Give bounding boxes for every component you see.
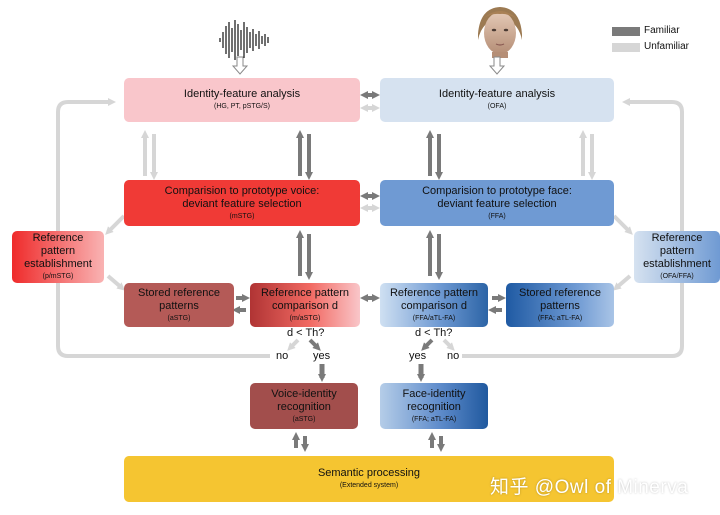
- face-ref-establishment-sub: (OFA/FFA): [660, 273, 694, 280]
- face-photo-icon: [478, 7, 522, 58]
- legend-unfamiliar-label: Unfamiliar: [644, 41, 690, 52]
- face-comparison-line1: Reference pattern: [389, 286, 479, 299]
- voice-light-vertical-arrows: [141, 130, 158, 180]
- watermark: 知乎 @Owl of Minerva: [490, 477, 689, 498]
- voice-feedback-loop: [56, 98, 270, 358]
- crossmodal-arrows-middle: [360, 192, 380, 212]
- voice-stored-sub: (aSTG): [167, 314, 191, 322]
- voice-vertical-arrows: [296, 130, 313, 280]
- voice-comparison-box: Reference pattern comparison d (m/aSTG): [250, 283, 360, 327]
- voice-ref-establishment-line2: pattern: [40, 245, 76, 257]
- stored-comparison-arrows: [232, 294, 506, 314]
- voice-recognition-line1: Voice-identity: [271, 387, 337, 400]
- face-feedback-loop: [462, 98, 684, 358]
- face-input-arrow: [488, 56, 506, 75]
- voice-recognition-box: Voice-identity recognition (aSTG): [250, 383, 358, 429]
- face-light-vertical-arrows: [579, 130, 596, 180]
- face-identity-analysis-box: Identity-feature analysis (OFA): [380, 78, 614, 122]
- voice-stored-box: Stored reference patterns (aSTG): [124, 283, 234, 327]
- face-yes-label: yes: [409, 350, 427, 362]
- voice-identity-analysis-box: Identity-feature analysis (HG, PT, pSTG/…: [124, 78, 360, 122]
- face-recognition-line2: recognition: [407, 400, 461, 413]
- face-recognition-sub: (FFA; aTL-FA): [411, 415, 457, 423]
- voice-comparison-sub: (m/aSTG): [289, 314, 321, 322]
- face-comparison-box: Reference pattern comparison d (FFA/aTL-…: [380, 283, 488, 327]
- voice-input-arrow: [231, 56, 249, 75]
- voice-recognition-line2: recognition: [277, 400, 331, 413]
- voice-prototype-box: Comparision to prototype voice: deviant …: [124, 180, 360, 226]
- voice-comparison-line2: comparison d: [271, 299, 339, 312]
- voice-threshold-label: d < Th?: [287, 327, 325, 339]
- voice-ref-establishment-sub: (p/mSTG): [42, 273, 74, 280]
- voice-ref-establishment-box: Reference pattern establishment (p/mSTG): [12, 231, 104, 283]
- face-recognition-line1: Face-identity: [402, 387, 466, 400]
- semantic-processing-title: Semantic processing: [317, 467, 421, 479]
- semantic-processing-sub: (Extended system): [339, 482, 399, 489]
- face-stored-line1: Stored reference: [519, 286, 601, 299]
- face-prototype-line2: deviant feature selection: [437, 197, 557, 210]
- voice-stored-line2: patterns: [159, 299, 199, 312]
- face-identity-analysis-sub: (OFA): [487, 103, 507, 110]
- voice-prototype-line2: deviant feature selection: [182, 197, 302, 210]
- face-no-label: no: [447, 350, 460, 362]
- voice-stored-line1: Stored reference: [138, 286, 220, 299]
- voice-ref-establishment-line3: establishment: [24, 258, 92, 270]
- face-ref-establishment-box: Reference pattern establishment (OFA/FFA…: [634, 231, 720, 283]
- face-vertical-arrows: [426, 130, 443, 280]
- semantic-arrows: [292, 432, 445, 452]
- face-stored-box: Stored reference patterns (FFA; aTL-FA): [506, 283, 614, 327]
- voice-identity-analysis-title: Identity-feature analysis: [183, 88, 301, 100]
- threshold-branch-arrows: [287, 338, 455, 382]
- legend-unfamiliar-swatch: [612, 43, 640, 52]
- crossmodal-arrows-top: [360, 91, 380, 112]
- face-prototype-sub: (FFA): [488, 212, 506, 220]
- semantic-processing-box: Semantic processing (Extended system): [124, 456, 614, 502]
- legend-familiar-swatch: [612, 27, 640, 36]
- legend-familiar-label: Familiar: [644, 25, 680, 36]
- waveform-icon: [219, 20, 269, 60]
- voice-prototype-line1: Comparision to prototype voice:: [164, 184, 320, 197]
- voice-no-label: no: [276, 350, 289, 362]
- establishment-diagonal-arrows: [105, 214, 633, 291]
- voice-ref-establishment-line1: Reference: [32, 232, 84, 244]
- voice-yes-label: yes: [313, 350, 331, 362]
- voice-identity-analysis-sub: (HG, PT, pSTG/S): [213, 103, 270, 110]
- face-prototype-line1: Comparision to prototype face:: [422, 184, 572, 197]
- face-threshold-label: d < Th?: [415, 327, 453, 339]
- voice-comparison-line1: Reference pattern: [260, 286, 350, 299]
- face-stored-line2: patterns: [540, 299, 580, 312]
- face-identity-analysis-title: Identity-feature analysis: [438, 88, 556, 100]
- face-recognition-box: Face-identity recognition (FFA; aTL-FA): [380, 383, 488, 429]
- face-stored-sub: (FFA; aTL-FA): [537, 314, 583, 322]
- face-comparison-line2: comparison d: [400, 299, 468, 312]
- face-prototype-box: Comparision to prototype face: deviant f…: [380, 180, 614, 226]
- face-ref-establishment-line1: Reference: [651, 232, 703, 244]
- voice-prototype-sub: (mSTG): [229, 212, 255, 220]
- face-ref-establishment-line2: pattern: [659, 245, 695, 257]
- face-ref-establishment-line3: establishment: [643, 258, 711, 270]
- voice-recognition-sub: (aSTG): [292, 415, 316, 423]
- face-comparison-sub: (FFA/aTL-FA): [412, 314, 456, 322]
